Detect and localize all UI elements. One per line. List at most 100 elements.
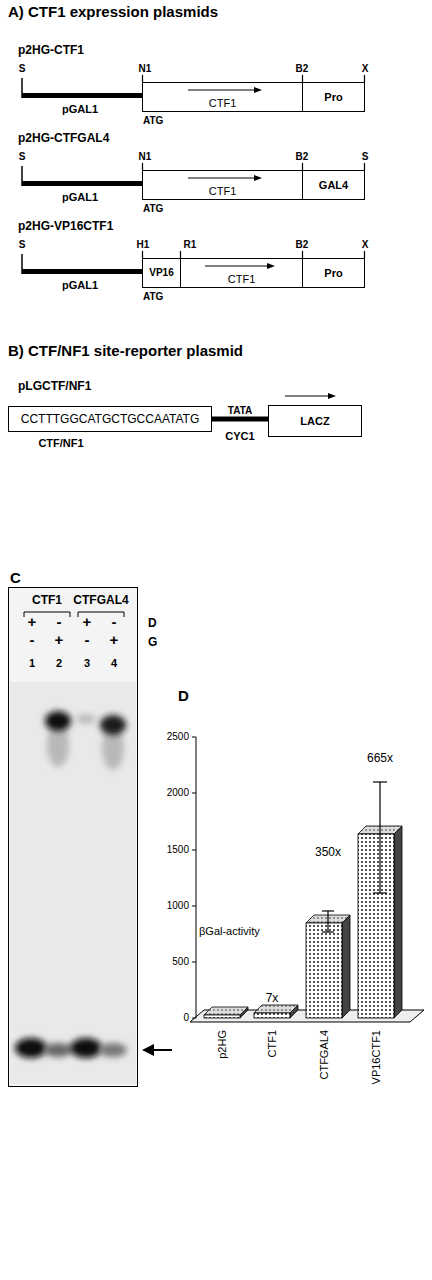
node-text: - bbox=[30, 632, 35, 647]
shifted-band bbox=[45, 711, 71, 731]
bar-chart bbox=[190, 737, 424, 1022]
bar-top bbox=[204, 1007, 248, 1015]
node-text: CTFGAL4 bbox=[73, 594, 128, 606]
category-label: CTF1 bbox=[267, 1030, 278, 1058]
error-cap bbox=[322, 910, 334, 911]
free-probe-band bbox=[99, 1043, 127, 1057]
transcription-arrow bbox=[285, 393, 336, 399]
lane-bracket bbox=[24, 612, 25, 617]
gel-panel: CTF1CTFGAL4+-+--+-+1234 bbox=[8, 587, 138, 1087]
promoter-segment: Pro bbox=[302, 258, 365, 288]
probe-arrow bbox=[142, 1044, 172, 1056]
gel-front bbox=[12, 1071, 134, 1074]
plasmid-name: p2HG-VP16CTF1 bbox=[18, 220, 113, 232]
bar-top bbox=[254, 1005, 298, 1013]
tick-label: 0 bbox=[183, 1013, 189, 1023]
bar-side bbox=[342, 915, 350, 1018]
error-cap bbox=[373, 781, 387, 782]
promoter-segment: Pro bbox=[302, 82, 365, 112]
bar-front bbox=[358, 834, 394, 1018]
site-label: X bbox=[362, 64, 369, 74]
arrow-shaft bbox=[285, 396, 330, 397]
plasmid-name: p2HG-CTF1 bbox=[18, 44, 84, 56]
promoter-bar bbox=[22, 181, 142, 186]
free-probe-band bbox=[15, 1038, 47, 1058]
site-label: N1 bbox=[139, 64, 152, 74]
bar-front bbox=[204, 1015, 240, 1018]
node-text: - bbox=[57, 614, 62, 629]
arrow-head bbox=[254, 175, 262, 181]
gel-background bbox=[9, 588, 137, 1086]
start-codon: ATG bbox=[143, 116, 163, 126]
site-label: R1 bbox=[184, 240, 197, 250]
tick-label: 2500 bbox=[167, 732, 189, 742]
category-label: VP16CTF1 bbox=[371, 1030, 382, 1084]
node-text: Pro bbox=[324, 268, 342, 279]
node-text: CTF/NF1 bbox=[38, 438, 83, 449]
panel-letter: D bbox=[178, 688, 189, 703]
promoter-bar bbox=[22, 269, 142, 274]
node-text: 3 bbox=[84, 658, 90, 669]
panel-heading: B) CTF/NF1 site-reporter plasmid bbox=[8, 343, 243, 358]
node-text: LACZ bbox=[300, 416, 329, 427]
site-label: B2 bbox=[296, 64, 309, 74]
start-codon: ATG bbox=[143, 292, 163, 302]
arrow-shaft bbox=[188, 178, 256, 179]
site-label: B2 bbox=[296, 152, 309, 162]
site-label: X bbox=[362, 240, 369, 250]
fusion-segment: GAL4 bbox=[302, 170, 365, 200]
promoter-label: pGAL1 bbox=[62, 192, 98, 203]
axis-tick bbox=[192, 962, 196, 963]
node-text: CTF1 bbox=[228, 274, 256, 285]
fold-label: 665x bbox=[367, 752, 393, 764]
tick-label: 1000 bbox=[167, 901, 189, 911]
gene-box: CTF1 bbox=[142, 82, 303, 112]
axis-tick bbox=[192, 793, 196, 794]
gel-lane-area bbox=[10, 682, 136, 1084]
node-text: 1 bbox=[29, 658, 35, 669]
lane-bracket bbox=[78, 612, 124, 613]
arrow-shaft bbox=[188, 90, 256, 91]
binding-site-box: CCTTTGGCATGCTGCCAATATGCTF/NF1 bbox=[8, 406, 212, 432]
fusion-segment: VP16 bbox=[142, 258, 181, 288]
site-label: B2 bbox=[296, 240, 309, 250]
fold-label: 7x bbox=[266, 992, 279, 1004]
node-text: CTF1 bbox=[32, 594, 62, 606]
error-bar bbox=[327, 911, 328, 932]
lane-bracket bbox=[124, 612, 125, 617]
bar-front bbox=[254, 1013, 290, 1018]
bar-side bbox=[394, 826, 402, 1018]
arrow-shaft bbox=[205, 266, 269, 267]
start-codon: ATG bbox=[143, 204, 163, 214]
reporter-gene-box: LACZ bbox=[268, 405, 362, 437]
site-label: H1 bbox=[137, 240, 150, 250]
site-label: S bbox=[362, 152, 369, 162]
gene-box: CTF1 bbox=[142, 170, 303, 200]
category-label: p2HG bbox=[217, 1030, 228, 1059]
row-label: G bbox=[148, 636, 157, 648]
lane-bracket bbox=[24, 612, 70, 613]
edge-label: CYC1 bbox=[225, 431, 254, 442]
tata-label: TATA bbox=[228, 406, 252, 416]
tick-label: 1500 bbox=[167, 845, 189, 855]
gene-box: CTF1 bbox=[180, 258, 303, 288]
y-axis bbox=[196, 737, 197, 1018]
node-text: + bbox=[55, 632, 64, 647]
free-probe-band bbox=[44, 1043, 72, 1057]
arrow-head bbox=[328, 393, 336, 399]
error-cap bbox=[322, 931, 334, 932]
site-label: S bbox=[19, 152, 26, 162]
error-bar bbox=[379, 782, 380, 893]
arrow-head bbox=[267, 263, 275, 269]
category-label: CTFGAL4 bbox=[319, 1030, 330, 1080]
free-probe-band bbox=[70, 1038, 102, 1058]
node-text: - bbox=[85, 632, 90, 647]
bar-front bbox=[306, 923, 342, 1018]
node-text: - bbox=[112, 614, 117, 629]
node-text: CCTTTGGCATGCTGCCAATATG bbox=[21, 413, 199, 425]
node-text: + bbox=[28, 614, 37, 629]
promoter-label: pGAL1 bbox=[62, 280, 98, 291]
gel-image bbox=[9, 588, 137, 1086]
